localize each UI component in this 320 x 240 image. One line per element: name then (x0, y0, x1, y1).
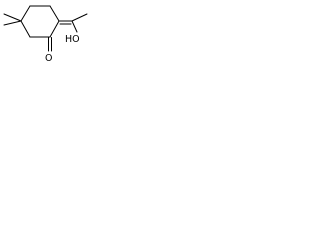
ring-bond-left-low (20, 20, 31, 38)
hydroxyl-label: HO (65, 34, 80, 45)
ring-bond-right (49, 20, 60, 38)
methyl-bond-lower (3, 20, 22, 26)
hydroxyl-bond (71, 20, 78, 33)
methyl-bond-upper (3, 13, 22, 22)
carbonyl-oxygen-label: O (45, 53, 52, 64)
alkylidene-methyl-bond (71, 13, 88, 22)
ring-bond-left-up (20, 5, 31, 22)
ring-bond-top-right (49, 5, 60, 22)
chemical-structure-diagram: O HO (3, 5, 88, 64)
